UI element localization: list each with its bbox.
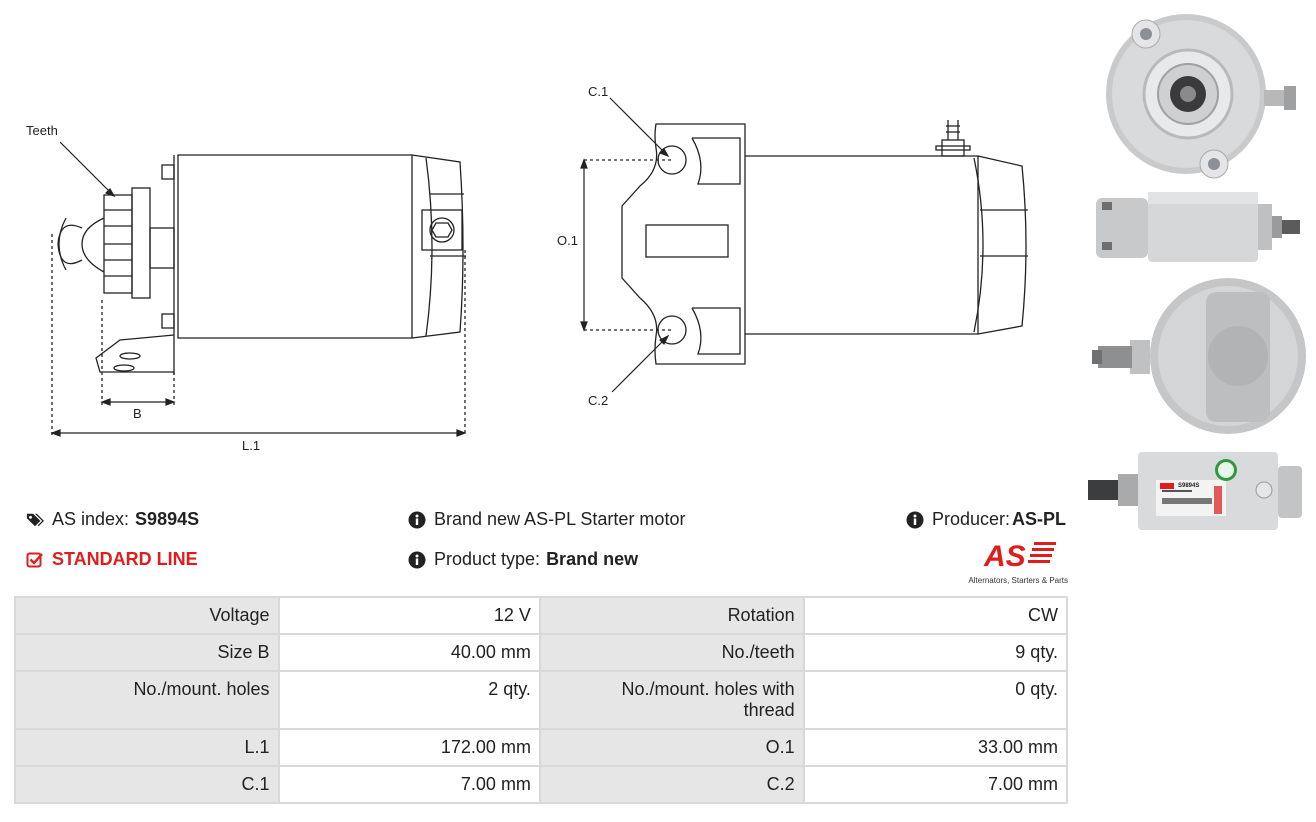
spec-key: C.1 [14, 765, 280, 804]
l1-dimension-label: L.1 [242, 438, 261, 453]
spec-key: Voltage [14, 596, 280, 635]
spec-value: 9 qty. [802, 633, 1069, 672]
spec-value: CW [802, 596, 1069, 635]
spec-value: 2 qty. [277, 670, 541, 730]
tags-icon [26, 513, 44, 526]
product-photo-front [1106, 14, 1296, 179]
b-dimension-label: B [133, 406, 142, 421]
standard-line-label: STANDARD LINE [52, 549, 198, 569]
producer-row: Producer: AS-PL [906, 509, 1066, 530]
c1-label: C.1 [588, 84, 609, 99]
logo-tagline: Alternators, Starters & Parts [968, 576, 1068, 585]
description-text: Brand new AS-PL Starter motor [434, 509, 686, 529]
table-row: No./mount. holes 2 qty. No./mount. holes… [14, 670, 1069, 730]
product-type-label: Product type: [434, 549, 541, 569]
o1-label: O.1 [557, 233, 578, 248]
product-photo-side-label: S9894S [1088, 452, 1302, 530]
specifications-table: Voltage 12 V Rotation CW Size B 40.00 mm… [14, 596, 1069, 804]
info-icon [408, 511, 426, 528]
spec-key: Rotation [538, 596, 805, 635]
spec-key: L.1 [14, 728, 280, 767]
table-row: Voltage 12 V Rotation CW [14, 596, 1069, 635]
photo-part-number: S9894S [1178, 483, 1199, 489]
checkbox-checked-icon [26, 552, 43, 567]
spec-value: 40.00 mm [277, 633, 541, 672]
as-index-label: AS index: [52, 509, 130, 529]
spec-value: 12 V [277, 596, 541, 635]
spec-value: 7.00 mm [277, 765, 541, 804]
spec-key: No./teeth [538, 633, 805, 672]
standard-line-row: STANDARD LINE [26, 549, 198, 570]
product-photo-top [1096, 192, 1300, 262]
product-type-row: Product type: Brand new [408, 549, 638, 570]
info-icon [408, 551, 426, 568]
spec-value: 172.00 mm [277, 728, 541, 767]
teeth-label: Teeth [26, 123, 58, 138]
front-view-drawing [580, 97, 1028, 393]
info-icon [906, 511, 924, 528]
as-pl-logo: AS Alternators, Starters & Parts [964, 538, 1068, 585]
table-row: Size B 40.00 mm No./teeth 9 qty. [14, 633, 1069, 672]
spec-value: 33.00 mm [802, 728, 1069, 767]
table-row: C.1 7.00 mm C.2 7.00 mm [14, 765, 1069, 804]
spec-value: 0 qty. [802, 670, 1069, 730]
spec-key: O.1 [538, 728, 805, 767]
spec-key: No./mount. holes with thread [538, 670, 805, 730]
spec-value: 7.00 mm [802, 765, 1069, 804]
as-pl-logo-mark: AS [983, 540, 1056, 573]
product-type-value: Brand new [546, 549, 639, 569]
description-row: Brand new AS-PL Starter motor [408, 509, 685, 530]
c2-label: C.2 [588, 393, 609, 408]
table-row: L.1 172.00 mm O.1 33.00 mm [14, 728, 1069, 767]
side-view-drawing [50, 141, 467, 437]
as-index-row: AS index: S9894S [26, 509, 199, 530]
producer-value: AS-PL [1012, 509, 1067, 529]
producer-label: Producer: [932, 509, 1011, 529]
product-photo-rear [1092, 278, 1306, 434]
spec-key: Size B [14, 633, 280, 672]
as-index-value: S9894S [135, 509, 200, 529]
svg-text:AS: AS [983, 540, 1026, 570]
spec-key: No./mount. holes [14, 670, 280, 730]
spec-key: C.2 [538, 765, 805, 804]
